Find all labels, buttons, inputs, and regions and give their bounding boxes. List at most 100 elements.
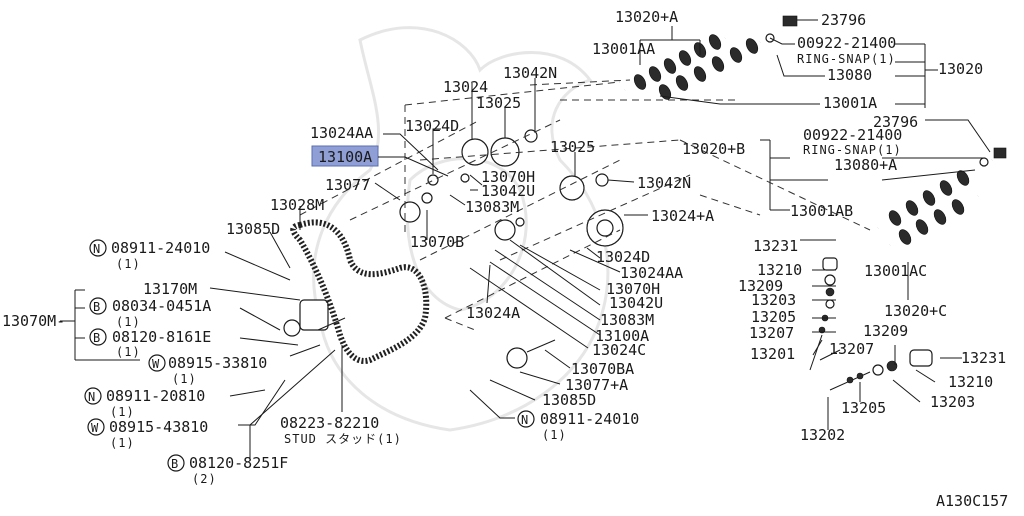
svg-text:B: B — [171, 457, 179, 471]
label-13042N-mid: 13042N — [637, 174, 691, 192]
label-13020pC: 13020+C — [884, 302, 947, 320]
label-ring-snap-top: RING-SNAP(1) — [797, 52, 896, 66]
label-08911-24010-bottom: 08911-24010 — [540, 410, 639, 428]
label-13024pA: 13024+A — [651, 207, 714, 225]
label-13203-top: 13203 — [751, 291, 796, 309]
washer-symbol-2: W — [87, 418, 105, 436]
svg-text:B: B — [93, 300, 101, 314]
label-13025-top: 13025 — [476, 94, 521, 112]
label-13024A: 13024A — [466, 304, 520, 322]
label-ring-snap-right: RING-SNAP(1) — [803, 143, 902, 157]
timing-belt — [290, 219, 430, 364]
label-13024: 13024 — [443, 78, 488, 96]
highlight-13100A — [311, 145, 379, 167]
label-13083M-mid: 13083M — [600, 311, 654, 329]
label-13020pB: 13020+B — [682, 140, 745, 158]
label-13020: 13020 — [938, 60, 983, 78]
label-13070H-top: 13070H — [481, 168, 535, 186]
label-13070BA: 13070BA — [571, 360, 634, 378]
label-13210-mid: 13210 — [948, 373, 993, 391]
label-13209-mid: 13209 — [863, 322, 908, 340]
label-13025-mid: 13025 — [550, 138, 595, 156]
label-08911-24010-left: 08911-24010 — [111, 239, 210, 257]
label-00922-21400-top: 00922-21400 — [797, 34, 896, 52]
label-qty-1b: (1) — [116, 315, 141, 329]
label-13020pA: 13020+A — [615, 8, 678, 26]
camshaft-lower-right — [877, 147, 1007, 247]
leader-lines — [60, 19, 991, 458]
label-13024D-top: 13024D — [405, 117, 459, 135]
bolt-symbol-3: B — [167, 454, 185, 472]
label-13077pA: 13077+A — [565, 376, 628, 394]
svg-text:W: W — [152, 357, 160, 371]
label-13001A: 13001A — [823, 94, 877, 112]
svg-text:N: N — [93, 242, 101, 256]
label-13028M: 13028M — [270, 196, 324, 214]
label-13202: 13202 — [800, 426, 845, 444]
label-13210-top: 13210 — [757, 261, 802, 279]
bolt-symbol-1: B — [89, 297, 107, 315]
label-13024C: 13024C — [592, 341, 646, 359]
label-13203-mid: 13203 — [930, 393, 975, 411]
nut-symbol-1: N — [89, 239, 107, 257]
label-13207-top: 13207 — [749, 324, 794, 342]
label-13231-top: 13231 — [753, 237, 798, 255]
part-labels: 13020+A 23796 13001AA 00922-21400 RING-S… — [2, 8, 1008, 510]
label-13207-mid: 13207 — [829, 340, 874, 358]
svg-text:W: W — [91, 421, 99, 435]
label-13100A-highlighted: 13100A — [318, 148, 372, 166]
label-qty-2: (2) — [192, 472, 217, 486]
label-13231-mid: 13231 — [961, 349, 1006, 367]
label-08120-8251F: 08120-8251F — [189, 454, 288, 472]
label-13085D-left: 13085D — [226, 220, 280, 238]
label-08911-20810: 08911-20810 — [106, 387, 205, 405]
svg-text:N: N — [521, 413, 529, 427]
label-13001AA: 13001AA — [592, 40, 655, 58]
label-qty-1e: (1) — [110, 405, 135, 419]
label-13024AA-mid: 13024AA — [620, 264, 683, 282]
label-stud: STUD スタッド(1) — [284, 432, 402, 446]
svg-text:B: B — [93, 331, 101, 345]
label-13080pA: 13080+A — [834, 156, 897, 174]
label-13083M-top: 13083M — [465, 198, 519, 216]
label-13205-top: 13205 — [751, 308, 796, 326]
diagram-code: A130C157 — [936, 492, 1008, 510]
label-13100A-mid: 13100A — [595, 327, 649, 345]
label-13201: 13201 — [750, 345, 795, 363]
label-qty-1f: (1) — [542, 428, 567, 442]
label-qty-1d: (1) — [172, 372, 197, 386]
label-08120-8161E: 08120-8161E — [112, 328, 211, 346]
label-qty-1g: (1) — [110, 436, 135, 450]
label-13001AB: 13001AB — [790, 202, 853, 220]
label-08915-33810: 08915-33810 — [168, 354, 267, 372]
label-qty-1c: (1) — [116, 345, 141, 359]
label-13205-mid: 13205 — [841, 399, 886, 417]
label-13070M: 13070M- — [2, 312, 65, 330]
camshaft-upper — [624, 15, 798, 102]
label-13042N-top: 13042N — [503, 64, 557, 82]
label-08223-82210: 08223-82210 — [280, 414, 379, 432]
label-13024AA-left: 13024AA — [310, 124, 373, 142]
label-13170M: 13170M — [143, 280, 197, 298]
label-13080: 13080 — [827, 66, 872, 84]
label-08915-43810: 08915-43810 — [109, 418, 208, 436]
label-13001AC: 13001AC — [864, 262, 927, 280]
label-qty-1a: (1) — [116, 257, 141, 271]
label-13070B: 13070B — [410, 233, 464, 251]
label-13042U-mid: 13042U — [609, 294, 663, 312]
svg-text:N: N — [88, 390, 96, 404]
label-00922-21400-right: 00922-21400 — [803, 126, 902, 144]
label-13209-top: 13209 — [738, 277, 783, 295]
circle-symbols: N B B W N W N B — [84, 239, 535, 472]
washer-symbol-1: W — [148, 354, 166, 372]
nut-symbol-2: N — [84, 387, 102, 405]
bolt-symbol-2: B — [89, 328, 107, 346]
label-13085D-bottom: 13085D — [542, 391, 596, 409]
label-13077: 13077 — [325, 176, 370, 194]
nut-symbol-3: N — [517, 410, 535, 428]
dashed-guides — [299, 79, 871, 331]
label-23796-top: 23796 — [821, 11, 866, 29]
label-23796-right: 23796 — [873, 113, 918, 131]
